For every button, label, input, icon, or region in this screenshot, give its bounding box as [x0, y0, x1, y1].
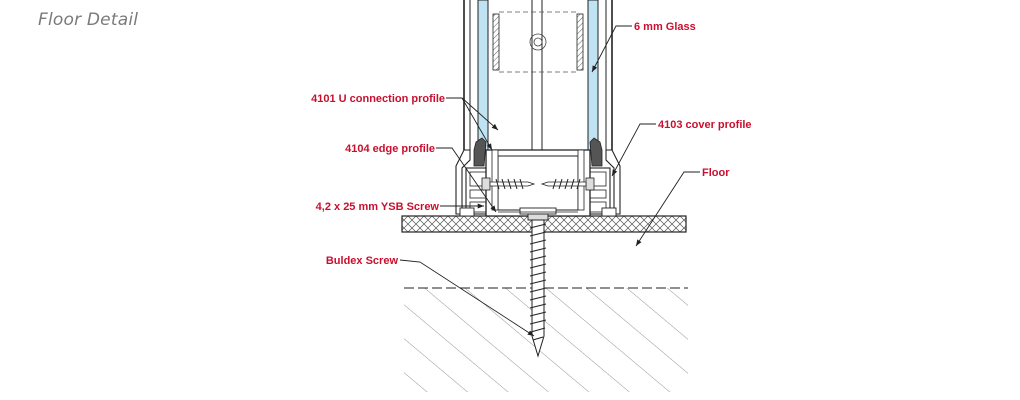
label-cover-profile: 4103 cover profile: [658, 119, 752, 131]
leader-buldex-screw: [399, 259, 535, 337]
label-edge-profile: 4104 edge profile: [345, 143, 435, 155]
leader-glass: [591, 25, 632, 73]
leader-lines: [399, 25, 700, 337]
page-title: Floor Detail: [38, 10, 139, 30]
gaskets: [473, 137, 603, 167]
u-connection-profile: [485, 149, 591, 217]
leader-u-profile-1: [446, 97, 499, 131]
leader-floor: [635, 171, 700, 247]
frame-and-glass: [463, 0, 613, 151]
leader-u-profile-2: [461, 97, 493, 151]
ground: [404, 287, 688, 392]
buldex-screw: [527, 213, 549, 358]
label-glass: 6 mm Glass: [634, 21, 696, 33]
label-floor: Floor: [702, 167, 730, 179]
label-ysb-screw: 4,2 x 25 mm YSB Screw: [316, 201, 440, 213]
label-buldex-screw: Buldex Screw: [326, 255, 399, 267]
ysb-screws: [481, 177, 595, 191]
leader-cover-profile: [611, 123, 656, 177]
leader-edge-profile: [436, 147, 497, 213]
callout-labels: 6 mm Glass 4101 U connection profile 410…: [311, 21, 751, 267]
label-u-profile: 4101 U connection profile: [311, 93, 445, 105]
